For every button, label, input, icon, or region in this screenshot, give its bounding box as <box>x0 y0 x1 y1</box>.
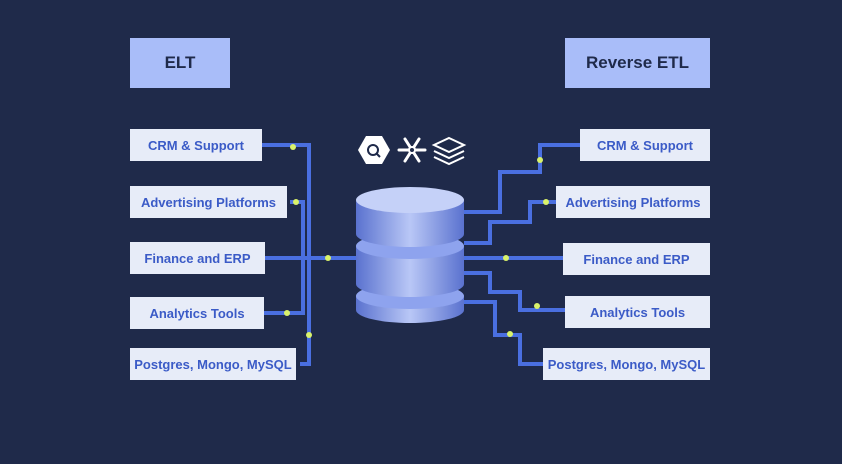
retl-dest-analytics: Analytics Tools <box>565 296 710 328</box>
retl-dest-crm: CRM & Support <box>580 129 710 161</box>
elt-source-label: Postgres, Mongo, MySQL <box>134 356 292 372</box>
elt-source-label: Finance and ERP <box>144 250 251 266</box>
snowflake-icon <box>397 137 427 163</box>
elt-source-advertising: Advertising Platforms <box>130 186 287 218</box>
elt-title: ELT <box>164 53 196 72</box>
elt-source-label: Advertising Platforms <box>140 194 277 210</box>
retl-dest-label: Postgres, Mongo, MySQL <box>547 356 706 372</box>
elt-source-analytics: Analytics Tools <box>130 297 264 329</box>
bigquery-icon <box>358 136 390 164</box>
connector-dots <box>284 144 549 338</box>
elt-connectors <box>262 143 356 366</box>
elt-source-crm: CRM & Support <box>130 129 262 161</box>
retl-dest-databases: Postgres, Mongo, MySQL <box>543 348 710 380</box>
retl-dest-label: Advertising Platforms <box>565 194 701 210</box>
retl-dest-finance: Finance and ERP <box>563 243 710 275</box>
elt-source-label: Analytics Tools <box>149 305 245 321</box>
reverse-etl-header: Reverse ETL <box>565 38 710 88</box>
retl-dest-label: Analytics Tools <box>589 304 686 320</box>
retl-dest-label: Finance and ERP <box>583 251 690 267</box>
elt-source-databases: Postgres, Mongo, MySQL <box>130 348 296 380</box>
retl-dest-advertising: Advertising Platforms <box>556 186 710 218</box>
retl-dest-label: CRM & Support <box>596 137 694 153</box>
elt-source-finance: Finance and ERP <box>130 242 265 274</box>
databricks-icon <box>431 136 467 166</box>
elt-header: ELT <box>130 38 230 88</box>
elt-source-label: CRM & Support <box>147 137 245 153</box>
reverse-etl-title: Reverse ETL <box>586 53 689 72</box>
database-icon <box>356 187 464 323</box>
